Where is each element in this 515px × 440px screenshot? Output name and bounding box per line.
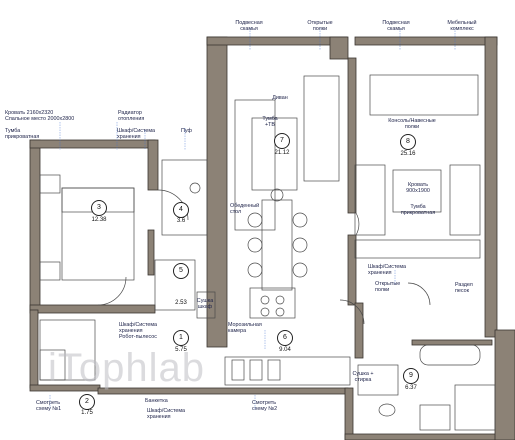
- label-sushka-stir: Сушка + стирка: [352, 371, 374, 383]
- annotation-lines: [49, 28, 456, 410]
- label-otkrytye-polki-top: Открытые полки: [307, 20, 333, 32]
- room-number: 5: [173, 263, 189, 279]
- room-area: 9.04: [279, 347, 291, 353]
- label-radiator: Радиатор отопления: [118, 110, 145, 122]
- room-area: 21.12: [274, 150, 290, 156]
- label-krovat-3: Кровать 2160х2320 Спальное место 2000х28…: [5, 110, 75, 122]
- watermark: iTophlab: [48, 346, 206, 390]
- label-moroz-kamera: Морозильная камера: [228, 322, 262, 334]
- label-tumba-prikrov-3: Тумба прикроватная: [5, 128, 40, 140]
- furniture: [39, 74, 496, 431]
- label-smotret-1: Смотреть схему №1: [36, 400, 62, 412]
- room-area: 1.75: [81, 410, 93, 416]
- room-number: 2: [79, 394, 95, 410]
- room-area: 6.37: [405, 385, 417, 391]
- label-shkaf-bottom: Шкаф/Система хранения: [147, 408, 186, 420]
- room-number: 7: [274, 133, 290, 149]
- label-shkaf-robot: Шкаф/Система хранения Робот-пылесос: [119, 322, 158, 340]
- label-bankedka: Банкетка: [145, 398, 168, 404]
- room-number: 4: [173, 202, 189, 218]
- walls: [29, 36, 515, 440]
- label-divan: Диван: [272, 95, 288, 101]
- label-puf: Пуф: [181, 128, 192, 134]
- room-area: 3.6: [176, 218, 186, 224]
- room-number: 1: [173, 330, 189, 346]
- label-razdel-pesok: Раздел песок: [455, 282, 473, 294]
- room-number: 9: [403, 368, 419, 384]
- room-number: 3: [91, 200, 107, 216]
- label-obedenny-stol: Обеденный стол: [230, 203, 260, 215]
- room-area: 12.38: [91, 217, 107, 223]
- room-number: 6: [277, 330, 293, 346]
- label-smotret-2: Смотреть схему №2: [252, 400, 278, 412]
- label-tumba-prikrov-8: Тумба прикроватная: [400, 204, 436, 216]
- room-area: 25.16: [400, 151, 416, 157]
- label-shkaf-3: Шкаф/Система хранения: [117, 128, 156, 140]
- label-otkrytye-polki-mid: Открытые полки: [375, 281, 401, 293]
- room-area: 5.75: [175, 347, 187, 353]
- label-tumba-tv: Тумба +ТВ: [262, 116, 278, 128]
- label-podvesnaya-2: Подвесная скамья: [382, 20, 410, 32]
- label-sushka: Сушка шкаф: [196, 298, 214, 310]
- label-konsol-polki: Консоль/Навесные полки: [388, 118, 436, 130]
- room-number: 8: [400, 134, 416, 150]
- label-mebel-kompleks: Мебельный комплекс: [447, 20, 477, 32]
- label-krovat-8: Кровать 900х1900: [406, 182, 430, 194]
- label-podvesnaya-1: Подвесная скамья: [235, 20, 263, 32]
- label-shkaf-8: Шкаф/Система хранения: [368, 264, 407, 276]
- room-area: 2.53: [175, 300, 187, 306]
